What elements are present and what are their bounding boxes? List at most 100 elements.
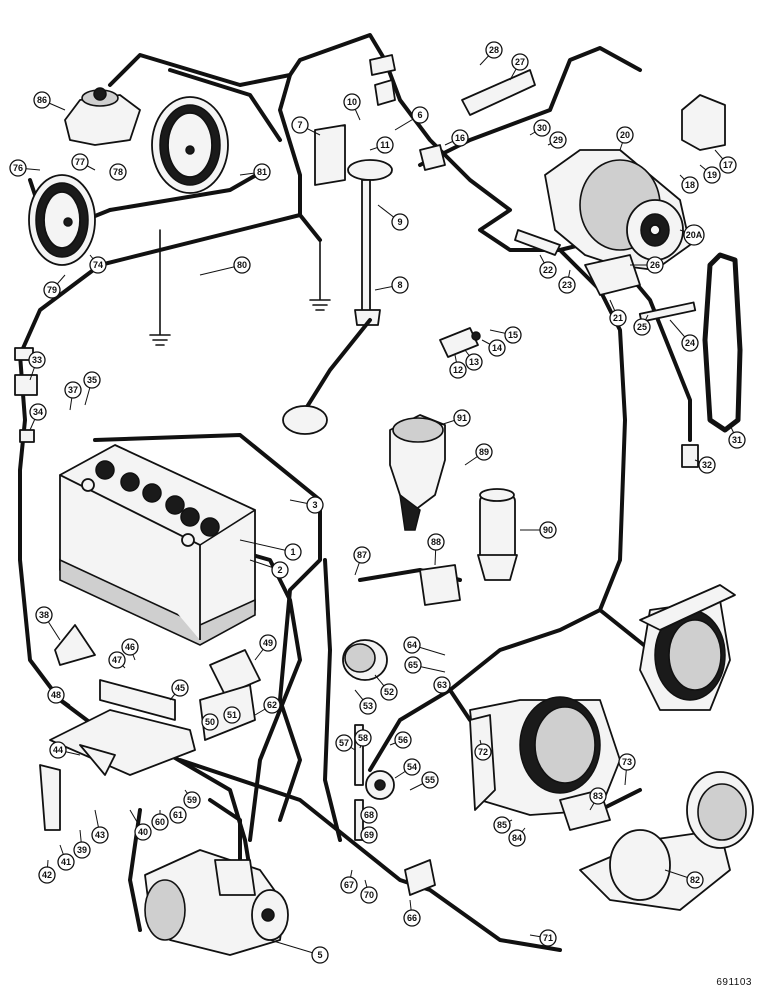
callout-circle (183, 791, 201, 809)
callout-67: 67 (340, 869, 358, 894)
callout-10: 10 (343, 93, 361, 121)
callout-number: 31 (732, 435, 742, 445)
callout-number: 64 (407, 640, 417, 650)
callout-91: 91 (439, 409, 471, 427)
callout-circle (360, 806, 378, 824)
callout-circle (558, 276, 576, 294)
callout-circle (306, 496, 324, 514)
callout-29: 29 (547, 131, 567, 149)
callout-number: 85 (497, 820, 507, 830)
light-brackets (469, 584, 736, 911)
callout-circle (28, 351, 46, 369)
callout-circle (121, 638, 139, 656)
callout-number: 44 (53, 745, 63, 755)
drawing-number: 691103 (716, 977, 752, 988)
callout-circle (391, 276, 409, 294)
callout-7: 7 (291, 116, 321, 136)
callout-86: 86 (33, 91, 66, 111)
callout-circle (151, 813, 169, 831)
callout-circle (380, 683, 398, 701)
callout-leader (269, 939, 321, 956)
callout-circle (453, 409, 471, 427)
callout-circle (108, 651, 126, 669)
callout-circle (223, 706, 241, 724)
fuel-sender (282, 124, 393, 435)
callout-number: 19 (707, 170, 717, 180)
callout-number: 35 (87, 375, 97, 385)
callout-14: 14 (481, 339, 506, 357)
callout-circle (271, 561, 289, 579)
callout-circle (451, 129, 469, 147)
callout-57: 57 (335, 734, 356, 752)
callout-59: 59 (183, 789, 201, 809)
callout-circle (233, 256, 251, 274)
callout-90: 90 (520, 521, 557, 539)
callout-63: 63 (433, 676, 451, 694)
callout-number: 13 (469, 357, 479, 367)
callout-number: 63 (437, 680, 447, 690)
callout-number: 61 (173, 810, 183, 820)
callout-22: 22 (539, 254, 557, 279)
callout-number: 57 (339, 738, 349, 748)
callout-20: 20 (616, 126, 634, 151)
callout-81: 81 (239, 163, 271, 181)
callout-circle (335, 734, 353, 752)
callout-37: 37 (64, 381, 82, 411)
callout-8: 8 (374, 276, 409, 294)
callout-number: 18 (685, 180, 695, 190)
callout-number: 40 (138, 827, 148, 837)
callout-circle (201, 713, 219, 731)
callout-number: 76 (13, 163, 23, 173)
callout-number: 69 (364, 830, 374, 840)
callout-circle (633, 318, 651, 336)
callout-circle (433, 676, 451, 694)
callout-circle (343, 93, 361, 111)
callout-circle (488, 339, 506, 357)
callout-number: 10 (347, 97, 357, 107)
callout-number: 89 (479, 447, 489, 457)
callout-circle (359, 697, 377, 715)
callout-72: 72 (474, 739, 492, 761)
callout-1: 1 (239, 539, 302, 561)
callout-circle (681, 176, 699, 194)
callout-79: 79 (43, 274, 66, 299)
callout-number: 27 (515, 57, 525, 67)
callout-number: 50 (205, 717, 215, 727)
callout-circle (533, 119, 551, 137)
callout-number: 8 (397, 280, 402, 290)
callout-circle (403, 636, 421, 654)
callout-circle (83, 371, 101, 389)
callout-number: 58 (358, 733, 368, 743)
callout-circle (376, 136, 394, 154)
callout-11: 11 (369, 136, 394, 154)
callout-circle (134, 823, 152, 841)
callout-circle (253, 163, 271, 181)
callout-circle (71, 153, 89, 171)
callout-17: 17 (714, 149, 737, 174)
callout-48: 48 (47, 686, 71, 706)
callout-number: 47 (112, 655, 122, 665)
callout-number: 59 (187, 795, 197, 805)
gauge (342, 639, 388, 681)
oil-pressure-switch (439, 327, 481, 358)
callout-3: 3 (289, 496, 324, 514)
callout-60: 60 (151, 810, 169, 831)
callout-45: 45 (169, 679, 189, 701)
callout-circle (263, 696, 281, 714)
callout-number: 20 (620, 130, 630, 140)
callout-circle (539, 929, 557, 947)
callout-number: 7 (297, 120, 302, 130)
callout-circle (91, 826, 109, 844)
callout-circle (404, 656, 422, 674)
callout-number: 22 (543, 265, 553, 275)
callout-circle (549, 131, 567, 149)
callout-circle (47, 686, 65, 704)
headlight-left (28, 174, 96, 266)
callout-number: 1 (290, 547, 295, 557)
callout-32: 32 (694, 456, 716, 474)
callout-number: 54 (407, 762, 417, 772)
relay (681, 94, 726, 151)
callout-circle (29, 403, 47, 421)
callout-circle (465, 353, 483, 371)
callout-number: 16 (455, 133, 465, 143)
